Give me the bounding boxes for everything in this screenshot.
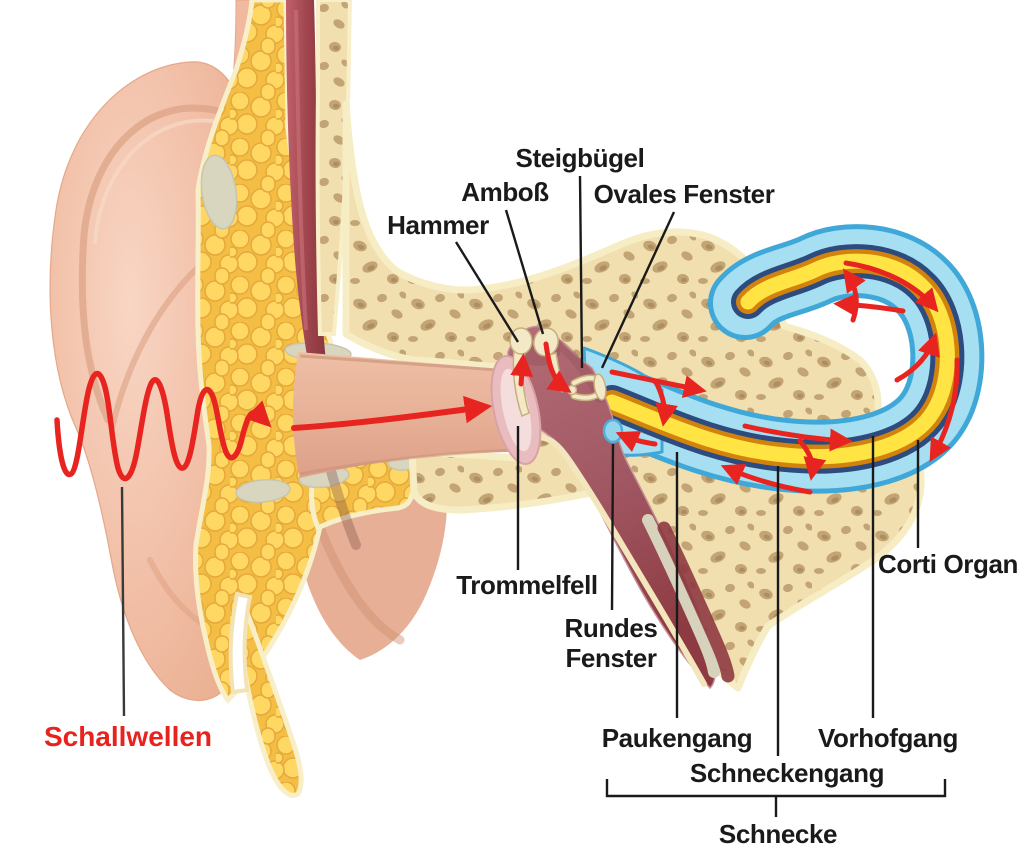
- label-schnecke: Schnecke: [719, 819, 837, 849]
- label-rundes-fenster-line1: Rundes: [565, 613, 658, 643]
- round-window: [602, 418, 624, 444]
- helix-ridge: [78, 104, 226, 424]
- cochlea: [573, 224, 985, 494]
- sound-flow-arrows: [54, 260, 960, 495]
- incus-stapes-arrow: [543, 341, 572, 393]
- fatty-tissue-prong: [236, 602, 304, 798]
- label-amboss: Amboß: [461, 177, 549, 207]
- canal-arrow: [291, 395, 493, 431]
- malleus-arrow: [510, 353, 534, 387]
- label-corti-organ: Corti Organ: [878, 549, 1018, 579]
- schallwellen-leader-line: [120, 486, 126, 717]
- label-schallwellen: Schallwellen: [44, 721, 212, 752]
- label-rundes-fenster-line2: Fenster: [565, 643, 656, 673]
- sound-wave-arrow: [54, 371, 272, 482]
- label-trommelfell: Trommelfell: [456, 570, 598, 600]
- hammer-leader-line: [454, 241, 520, 343]
- ovales-fenster-leader-line: [600, 211, 676, 369]
- label-steigbuegel: Steigbügel: [516, 143, 645, 173]
- leader-lines: [120, 175, 947, 817]
- intertragic-notch: [228, 591, 253, 695]
- label-hammer: Hammer: [387, 210, 489, 240]
- label-ovales-fenster: Ovales Fenster: [594, 179, 775, 209]
- tissue-strip: [193, 0, 421, 798]
- eardrum: [490, 355, 542, 465]
- amboss-leader-line: [504, 209, 545, 335]
- malleus-head: [509, 327, 533, 355]
- labels: Hammer Amboß Steigbügel Ovales Fenster T…: [44, 143, 1018, 849]
- stapes-footplate-oval-window: [593, 373, 607, 401]
- label-paukengang: Paukengang: [602, 723, 753, 753]
- label-vorhofgang: Vorhofgang: [818, 723, 958, 753]
- eustachian-cream-lining: [513, 434, 707, 687]
- cochlear-duct-yellow: [604, 253, 955, 465]
- rundes-fenster-leader-line: [610, 443, 615, 611]
- steigbuegel-leader-line: [578, 175, 584, 369]
- label-schneckengang: Schneckengang: [690, 758, 884, 788]
- eustachian-cartilage-band: [642, 514, 720, 678]
